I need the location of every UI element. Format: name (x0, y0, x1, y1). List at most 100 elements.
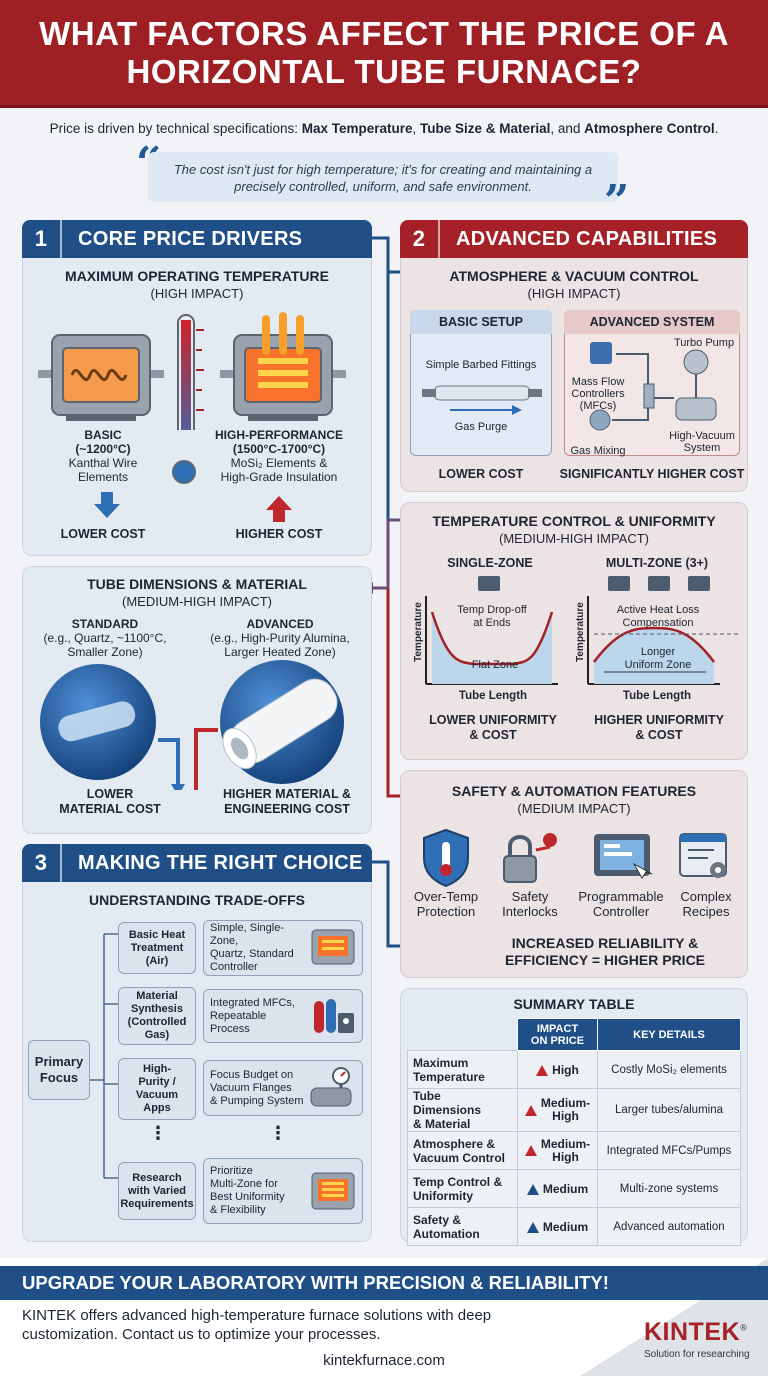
single-y-axis-label: Temperature (413, 602, 424, 662)
details-column-header: KEY DETAILS (597, 1018, 741, 1051)
section-title: CORE PRICE DRIVERS (78, 227, 303, 250)
safety-interlock-icon (503, 833, 557, 883)
mfc-icon (590, 342, 612, 364)
advanced-tube-label: ADVANCED(e.g., High-Purity Alumina,Large… (210, 617, 350, 659)
flat-zone-label: Flat Zone (471, 659, 519, 671)
alumina-tube-icon (222, 678, 338, 770)
high-temp-label: HIGH-PERFORMANCE(1500°C-1700°C)MoSi₂ Ele… (215, 428, 343, 484)
controller-icon (478, 576, 500, 591)
basic-setup-title: BASIC SETUP (410, 310, 552, 334)
decision-tree-lines (88, 933, 118, 1179)
uniformity-panel (400, 502, 748, 760)
tube-illustrations (40, 660, 344, 790)
standard-tube-label: STANDARD(e.g., Quartz, ~1100°C,Smaller Z… (43, 617, 167, 659)
up-arrow-icon (526, 1221, 539, 1233)
ellipsis: ⋮ (269, 1123, 287, 1143)
footer-cta-band: UPGRADE YOUR LABORATORY WITH PRECISION &… (0, 1266, 768, 1300)
vacuum-pump-icon (310, 1067, 352, 1107)
higher-material-cost: HIGHER MATERIAL &ENGINEERING COST (222, 787, 351, 816)
controller-icon (608, 576, 630, 591)
furnace-icon (311, 929, 355, 965)
complex-recipes-icon (679, 833, 727, 878)
page-title: WHAT FACTORS AFFECT THE PRICE OF A HORIZ… (39, 14, 729, 90)
up-arrow-icon (524, 1145, 537, 1156)
footer-description: KINTEK offers advanced high-temperature … (22, 1307, 492, 1343)
ellipsis: ⋮ (149, 1123, 167, 1143)
turbo-pump-label: Turbo Pump (673, 337, 735, 349)
atmosphere-impact: (HIGH IMPACT) (527, 286, 621, 301)
uniformity-impact: (MEDIUM-HIGH IMPACT) (499, 531, 649, 546)
section-title: MAKING THE RIGHT CHOICE (78, 851, 363, 874)
simple-tube-icon (422, 385, 542, 415)
reliability-result: INCREASED RELIABILITY &EFFICIENCY = HIGH… (504, 935, 706, 968)
trade-offs-title: UNDERSTANDING TRADE-OFFS (89, 892, 305, 908)
gas-mixing-icon (589, 409, 611, 431)
thermometer-bulb (172, 460, 196, 484)
table-row: Temp Control &Uniformity Medium Multi-zo… (407, 1169, 741, 1208)
multi-zone-furnace-icon (311, 1172, 355, 1210)
controller-icon (648, 576, 670, 591)
section-number: 3 (22, 844, 62, 882)
safety-icons (423, 828, 727, 888)
website-link[interactable]: kintekfurnace.com (323, 1352, 445, 1369)
up-arrow-icon (266, 496, 292, 522)
multi-y-axis-label: Temperature (575, 602, 586, 662)
down-arrow-icon (94, 492, 120, 518)
up-arrow-icon (526, 1183, 539, 1195)
intro-text: Price is driven by technical specificati… (49, 121, 719, 136)
safety-impact: (MEDIUM IMPACT) (517, 801, 631, 816)
section-3-header: 3 MAKING THE RIGHT CHOICE (22, 844, 372, 882)
barbed-fittings-label: Simple Barbed Fittings (425, 359, 537, 371)
table-row: Atmosphere &Vacuum Control Medium-High I… (407, 1131, 741, 1170)
furnace-illustrations (38, 312, 346, 430)
table-row: Tube Dimensions& Material Medium-High La… (407, 1088, 741, 1132)
safety-title: SAFETY & AUTOMATION FEATURES (451, 783, 697, 799)
higher-cost-label: HIGHER COST (235, 527, 323, 541)
programmable-controller-icon (594, 834, 653, 879)
atmosphere-title: ATMOSPHERE & VACUUM CONTROL (449, 268, 699, 284)
advanced-vacuum-icons (589, 342, 717, 431)
atmosphere-higher-cost: SIGNIFICANTLY HIGHER COST (559, 467, 745, 481)
thermometer-icon (177, 314, 204, 430)
section-number: 1 (22, 220, 62, 258)
over-temp-protection-icon (423, 828, 469, 888)
controller-icon (688, 576, 710, 591)
atmosphere-lower-cost: LOWER COST (438, 467, 524, 481)
single-x-axis-label: Tube Length (458, 690, 528, 702)
max-temp-impact: (HIGH IMPACT) (150, 286, 244, 301)
tube-title: TUBE DIMENSIONS & MATERIAL (87, 576, 307, 592)
basic-furnace-icon (38, 334, 164, 421)
quote-box: The cost isn't just for high temperature… (148, 152, 618, 202)
max-temp-title: MAXIMUM OPERATING TEMPERATURE (65, 268, 329, 284)
basic-setup-box (410, 310, 552, 456)
lower-uniformity-cost: LOWER UNIFORMITY& COST (429, 713, 557, 742)
lower-cost-label: LOWER COST (60, 527, 146, 541)
table-row: Safety &Automation Medium Advanced autom… (407, 1207, 741, 1246)
turbo-pump-icon (683, 349, 709, 375)
gas-purge-label: Gas Purge (454, 421, 508, 433)
single-zone-title: SINGLE-ZONE (447, 556, 533, 570)
gas-cylinders-icon (314, 999, 354, 1033)
